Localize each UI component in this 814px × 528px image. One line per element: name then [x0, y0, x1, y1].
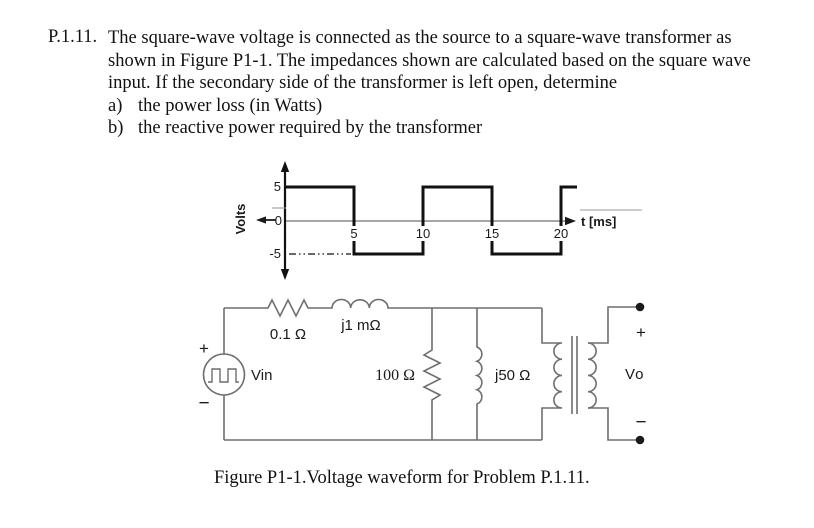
source-label: Vin — [251, 367, 272, 384]
source-plus-sign: + — [199, 339, 209, 358]
problem-item-a: a) the power loss (in Watts) — [108, 95, 751, 118]
tick-label-bg — [551, 226, 571, 241]
terminal-dot — [635, 302, 645, 312]
transformer-secondary-winding — [587, 342, 597, 409]
x-tick-label: 15 — [485, 226, 499, 241]
x-axis-label: t [ms] — [581, 214, 616, 229]
problem-number: P.1.11. — [48, 27, 98, 47]
problem-item-b: b) the reactive power required by the tr… — [108, 117, 751, 140]
secondary-bottom-wire — [588, 407, 637, 441]
square-wave-source-glyph-icon — [208, 368, 239, 383]
left-arrow-icon — [256, 216, 266, 224]
tick-label-bg — [347, 226, 361, 241]
problem-line: The square-wave voltage is connected as … — [108, 28, 732, 48]
item-text: the power loss (in Watts) — [138, 95, 323, 116]
secondary-label: Vo — [625, 366, 645, 383]
series-resistor — [224, 298, 542, 318]
y-axis-arrow-up-icon — [280, 161, 290, 172]
y-axis-label: Volts — [233, 204, 248, 235]
square-wave-source — [202, 353, 246, 396]
series-resistor-label: 0.1 Ω — [270, 326, 306, 343]
shunt-inductor — [474, 308, 483, 440]
tick-label-bg — [413, 226, 433, 241]
item-marker: b) — [108, 118, 124, 138]
y-tick-label: -5 — [269, 246, 281, 261]
problem-line: input. If the secondary side of the tran… — [108, 73, 618, 93]
problem-text: The square-wave voltage is connected as … — [108, 27, 751, 140]
shunt-inductor-label: j50 Ω — [494, 367, 530, 384]
item-marker: a) — [108, 95, 123, 116]
square-wave-trace — [285, 185, 577, 256]
circuit-labels: + − Vin 0.1 Ω j1 mΩ 100 Ω j50 Ω + Vo − — [198, 317, 646, 433]
secondary-plus-sign: + — [636, 323, 646, 342]
shunt-resistor-label: 100 Ω — [375, 367, 415, 384]
tick-label-bg — [482, 226, 502, 241]
x-tick-label: 20 — [554, 226, 568, 241]
problem-line: shown in Figure P1-1. The impedances sho… — [108, 50, 751, 71]
x-tick-label: 10 — [416, 226, 430, 241]
terminal-dot — [635, 435, 645, 445]
secondary-top-wire — [588, 306, 637, 344]
item-text: the reactive power required by the trans… — [138, 118, 483, 138]
x-axis-arrow-icon — [565, 216, 576, 226]
figure-caption: Figure P1-1.Voltage waveform for Problem… — [214, 468, 590, 488]
y-axis-arrow-down-icon — [280, 269, 290, 280]
transformer-primary-winding — [541, 308, 563, 440]
y-tick-label: 5 — [274, 179, 281, 194]
source-minus-sign: − — [198, 393, 209, 414]
y-tick-label: 0 — [275, 213, 282, 228]
series-inductor-label: j1 mΩ — [340, 317, 381, 334]
waveform-plot: 5 10 15 20 5 0 -5 Volts t [ms] — [233, 161, 642, 280]
secondary-minus-sign: − — [635, 412, 646, 433]
x-tick-label: 5 — [350, 226, 357, 241]
shunt-resistor — [422, 308, 442, 440]
circuit-diagram — [202, 298, 645, 445]
